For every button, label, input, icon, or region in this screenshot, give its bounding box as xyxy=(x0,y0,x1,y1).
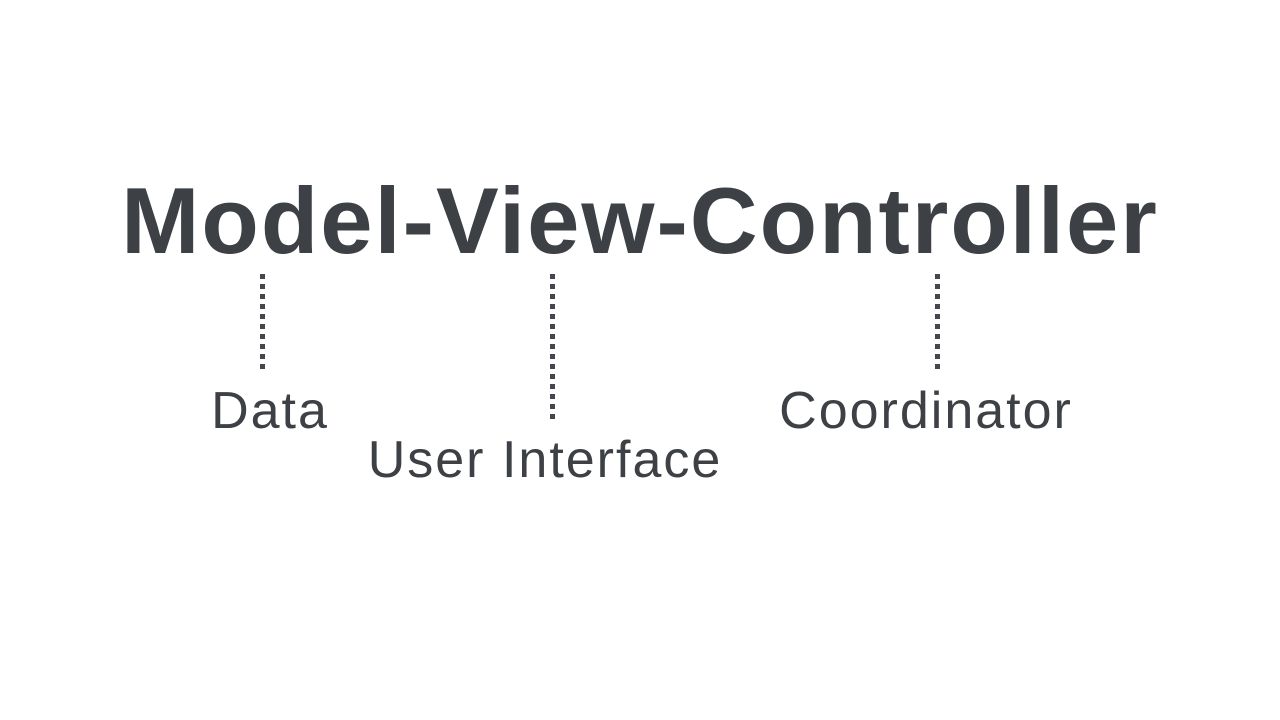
term-label-controller-coordinator: Coordinator xyxy=(779,382,1073,440)
dotted-connector-controller xyxy=(935,274,940,370)
page-title: Model-View-Controller xyxy=(121,168,1159,273)
term-label-model-data: Data xyxy=(211,382,329,440)
dotted-connector-view xyxy=(550,274,555,420)
term-label-view-user-interface: User Interface xyxy=(367,431,723,489)
dotted-connector-model xyxy=(260,274,265,370)
